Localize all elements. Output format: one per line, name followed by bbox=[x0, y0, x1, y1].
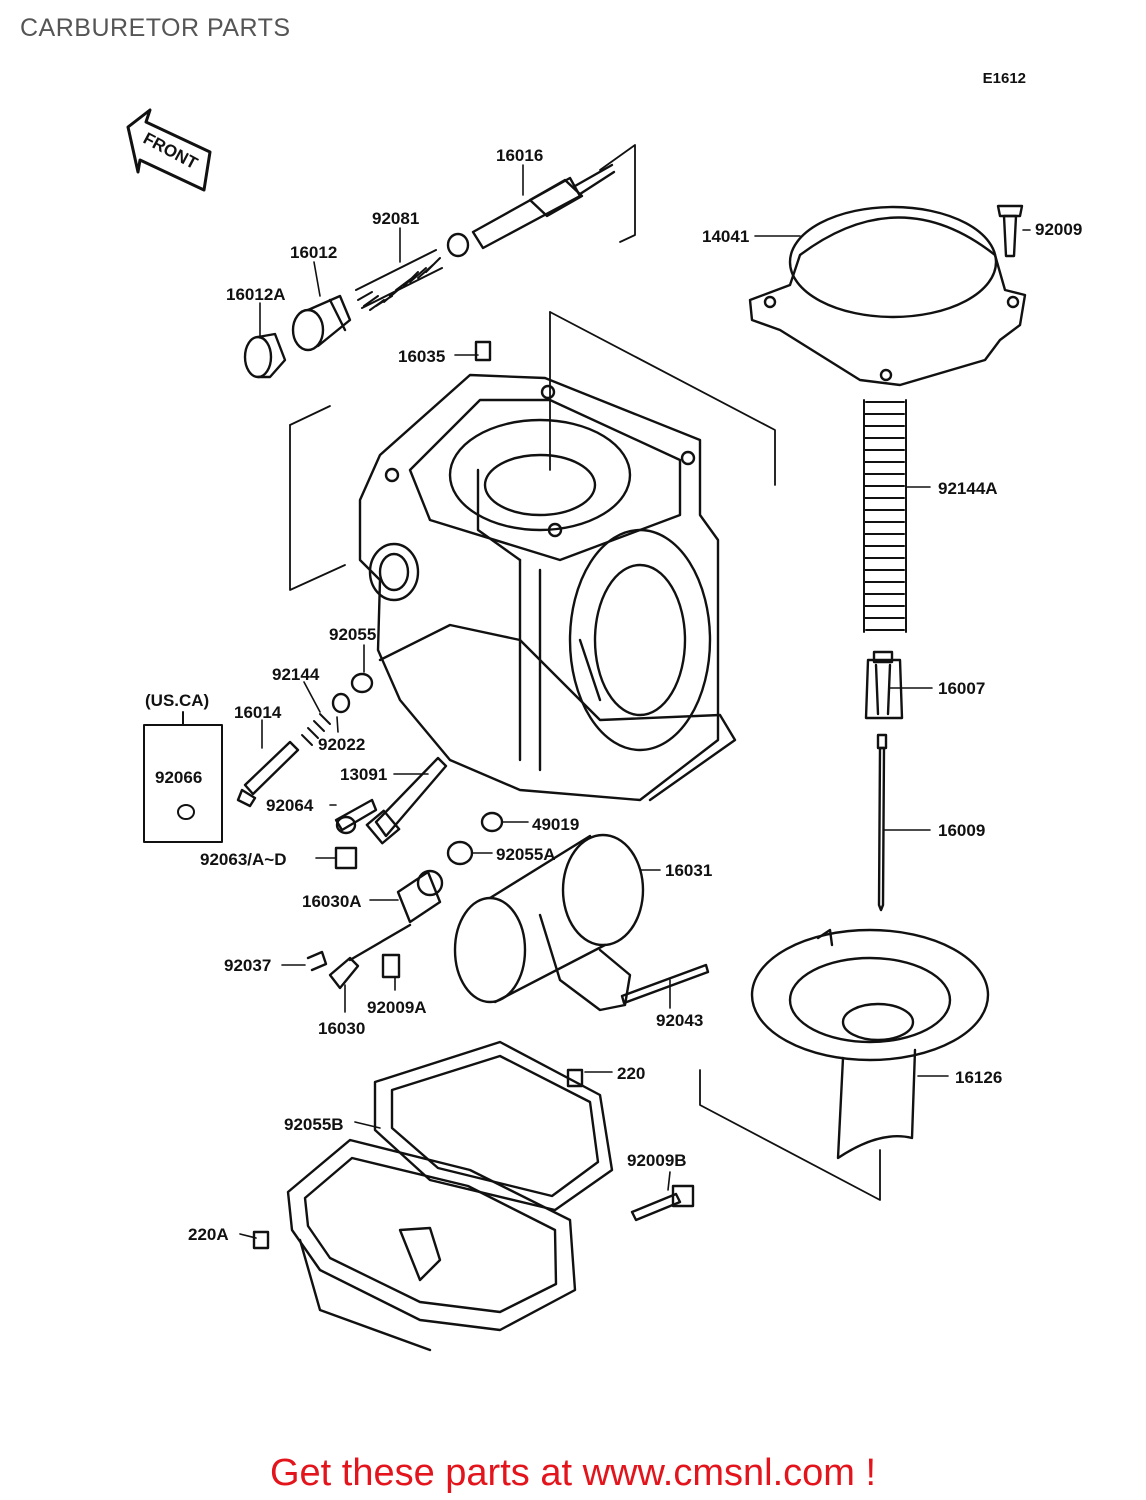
carburetor-exploded-diagram: FRONT (US.CA) 16016 92081 16012 16012A 1… bbox=[126, 108, 1082, 1352]
part-label-16031: 16031 bbox=[665, 861, 712, 880]
part-16014-screw bbox=[236, 740, 300, 808]
part-label-16012: 16012 bbox=[290, 243, 337, 262]
part-92055-oring bbox=[350, 672, 374, 694]
part-label-92055: 92055 bbox=[329, 625, 376, 644]
front-arrow-icon bbox=[126, 108, 212, 192]
part-label-92055B: 92055B bbox=[284, 1115, 344, 1134]
part-16035-plug bbox=[474, 340, 492, 362]
part-92063-jet bbox=[334, 846, 358, 870]
part-92055B-gasket bbox=[373, 1040, 614, 1212]
part-label-92064: 92064 bbox=[266, 796, 314, 815]
part-label-92009B: 92009B bbox=[627, 1151, 687, 1170]
part-label-92055A: 92055A bbox=[496, 845, 556, 864]
assembly-guide-lines bbox=[289, 144, 881, 1201]
part-16030-valve bbox=[328, 923, 412, 990]
part-92037-clip bbox=[306, 950, 328, 972]
part-16030A-seat bbox=[396, 869, 444, 924]
footer-link[interactable]: Get these parts at www.cmsnl.com ! bbox=[269, 1452, 877, 1494]
part-label-16030A: 16030A bbox=[302, 892, 362, 911]
part-label-49019: 49019 bbox=[532, 815, 579, 834]
part-label-92144A: 92144A bbox=[938, 479, 998, 498]
part-label-16007: 16007 bbox=[938, 679, 985, 698]
part-float-bowl bbox=[286, 1138, 577, 1352]
part-label-220A: 220A bbox=[188, 1225, 229, 1244]
part-16012A-cap bbox=[243, 332, 287, 379]
part-label-16014: 16014 bbox=[234, 703, 282, 722]
part-label-16030: 16030 bbox=[318, 1019, 365, 1038]
part-label-16035: 16035 bbox=[398, 347, 445, 366]
part-label-16009: 16009 bbox=[938, 821, 985, 840]
part-label-14041: 14041 bbox=[702, 227, 749, 246]
part-92009B-screw bbox=[630, 1184, 695, 1222]
part-label-92081: 92081 bbox=[372, 209, 419, 228]
leader-lines bbox=[239, 164, 1031, 1239]
part-92009-screw bbox=[996, 204, 1024, 258]
part-16007-holder bbox=[864, 650, 904, 720]
part-label-92063: 92063/A~D bbox=[200, 850, 286, 869]
carburetor-body bbox=[358, 373, 737, 802]
part-label-92009A: 92009A bbox=[367, 998, 427, 1017]
front-label: FRONT bbox=[140, 129, 201, 174]
part-16009-needle bbox=[876, 733, 888, 912]
part-13091-jet bbox=[365, 756, 448, 845]
part-16016-shaft bbox=[446, 163, 616, 258]
part-label-92066: 92066 bbox=[155, 768, 202, 787]
part-92009A-screw bbox=[381, 953, 401, 979]
part-label-16012A: 16012A bbox=[226, 285, 286, 304]
part-label-92037: 92037 bbox=[224, 956, 271, 975]
part-49019-cap bbox=[480, 811, 504, 833]
part-label-92009: 92009 bbox=[1035, 220, 1082, 239]
part-label-16016: 16016 bbox=[496, 146, 543, 165]
part-92081-spring bbox=[355, 249, 443, 311]
part-92144-spring bbox=[301, 713, 331, 746]
part-92043-pin bbox=[620, 963, 710, 1005]
part-label-13091: 13091 bbox=[340, 765, 387, 784]
part-label-92144: 92144 bbox=[272, 665, 320, 684]
part-92144A-spring bbox=[863, 399, 907, 633]
part-14041-cover bbox=[748, 205, 1027, 387]
page-title: CARBURETOR PARTS bbox=[20, 14, 291, 42]
part-label-220: 220 bbox=[617, 1064, 645, 1083]
part-16126-diaphragm bbox=[750, 928, 990, 1160]
diagram-code: E1612 bbox=[982, 70, 1026, 87]
part-16031-float bbox=[453, 833, 645, 1012]
part-label-92022: 92022 bbox=[318, 735, 365, 754]
part-220A-screw bbox=[252, 1230, 270, 1250]
part-92055A-oring bbox=[446, 840, 474, 866]
part-16012-cap bbox=[291, 294, 352, 352]
part-label-16126: 16126 bbox=[955, 1068, 1002, 1087]
part-label-92043: 92043 bbox=[656, 1011, 703, 1030]
part-92022-washer bbox=[331, 692, 351, 714]
part-92064-screw bbox=[334, 798, 378, 835]
us-ca-label: (US.CA) bbox=[145, 691, 209, 710]
us-ca-box bbox=[143, 711, 223, 843]
